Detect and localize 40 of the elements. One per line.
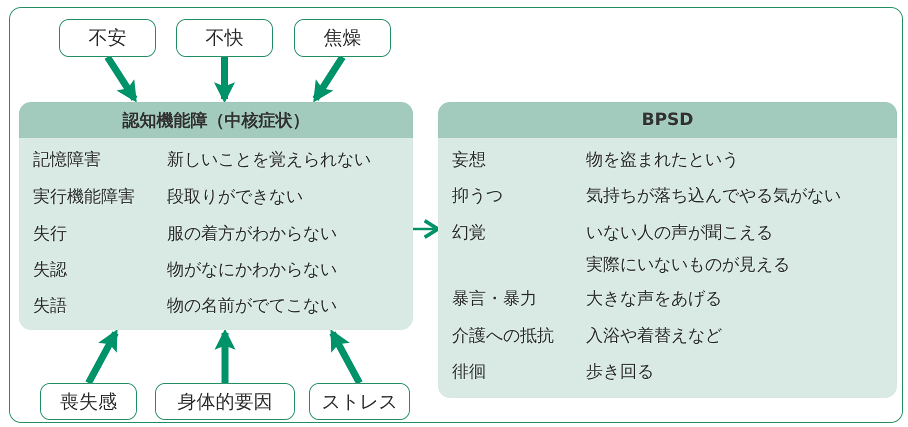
symptom-term: 失認 <box>33 259 67 281</box>
factor-box: 焦燥 <box>294 19 391 57</box>
panel-heading: BPSD <box>438 102 897 138</box>
arrow <box>214 57 235 104</box>
symptom-description: 気持ちが落ち込んでやる気がない <box>586 185 841 207</box>
symptom-term: 実行機能障害 <box>33 186 135 208</box>
symptom-term: 幻覚 <box>452 222 486 244</box>
symptom-term: 暴言・暴力 <box>452 288 537 310</box>
symptom-description: 物の名前がでてこない <box>167 295 337 317</box>
symptom-description: 段取りができない <box>167 186 303 208</box>
symptom-description: 新しいことを覚えられない <box>167 149 371 171</box>
symptom-term: 妄想 <box>452 149 486 171</box>
symptom-description: 大きな声をあげる <box>586 288 722 310</box>
factor-box: 喪失感 <box>40 383 137 420</box>
arrow <box>85 329 119 385</box>
symptom-term: 徘徊 <box>452 361 486 383</box>
factor-box: 身体的要因 <box>155 383 295 420</box>
symptom-description: 物がなにかわからない <box>167 259 337 281</box>
symptom-term: 失語 <box>33 295 67 317</box>
symptom-description: いない人の声が聞こえる <box>586 222 773 244</box>
symptom-term: 抑うつ <box>452 185 503 207</box>
factor-box: 不安 <box>59 19 156 57</box>
arrow <box>413 218 440 240</box>
symptom-description: 服の着方がわからない <box>167 223 337 245</box>
symptom-term: 記憶障害 <box>33 149 101 171</box>
panel-heading: 認知機能障（中核症状） <box>19 102 413 138</box>
symptom-description: 入浴や着替えなど <box>586 325 722 347</box>
symptom-panel <box>438 102 897 398</box>
symptom-term: 介護への抵抗 <box>452 325 554 347</box>
arrow <box>329 329 363 385</box>
symptom-description: 物を盗まれたという <box>586 149 739 171</box>
arrow <box>214 328 236 383</box>
factor-box: ストレス <box>309 383 410 420</box>
symptom-description: 歩き回る <box>586 361 654 383</box>
symptom-term: 失行 <box>33 223 67 245</box>
symptom-description: 実際にいないものが見える <box>586 254 790 276</box>
factor-box: 不快 <box>176 19 273 57</box>
symptom-panel <box>19 102 413 330</box>
arrow <box>312 55 346 103</box>
arrow <box>104 55 138 103</box>
